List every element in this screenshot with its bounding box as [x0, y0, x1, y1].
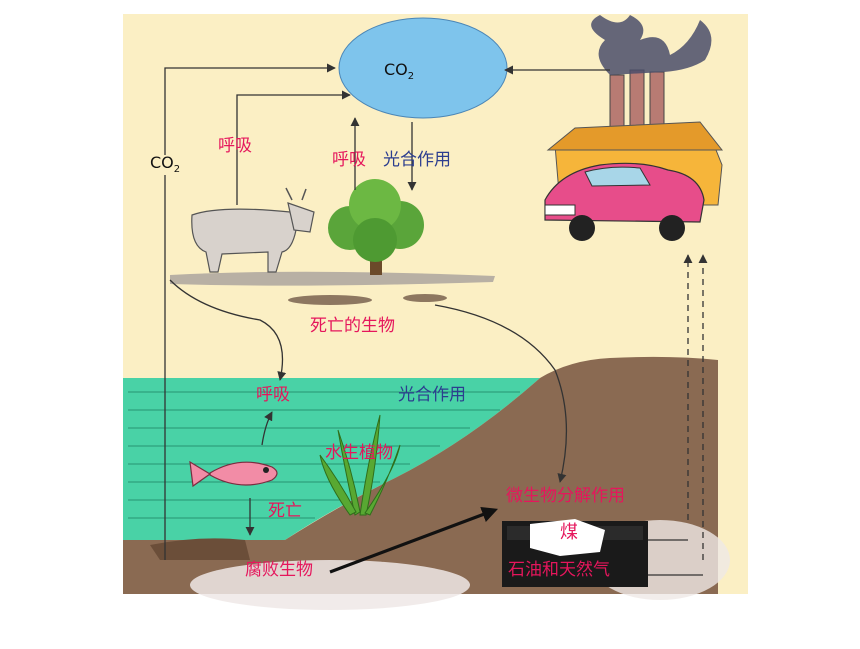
arrow-animal-respiration — [236, 90, 351, 205]
death-label: 死亡 — [268, 501, 302, 521]
microbial-decomposition-label: 微生物分解作用 — [506, 486, 625, 506]
aquatic-plants-label: 水生植物 — [325, 443, 393, 463]
arrow-left-loop — [164, 63, 336, 560]
arrow-dead-to-microbes — [434, 304, 568, 483]
tree-icon — [328, 179, 424, 275]
arrows — [164, 63, 708, 576]
respiration-plant-label: 呼吸 — [332, 150, 366, 170]
coal-label: 煤 — [560, 522, 578, 543]
dead-organism-2 — [403, 294, 447, 302]
coal-glow — [530, 519, 605, 556]
co2-bubble-label: CO2 — [384, 60, 415, 83]
fossil-fuel-deposit — [502, 519, 648, 587]
dead-organism-1 — [288, 295, 372, 305]
smoke — [591, 15, 712, 75]
cow-icon — [191, 187, 315, 273]
land-surface — [170, 271, 495, 286]
co2-left-label: CO2 — [150, 153, 181, 176]
car-icon — [544, 162, 705, 241]
aquatic-plant-icon — [319, 414, 401, 516]
co2-bubble — [338, 17, 508, 119]
decaying-organisms-label: 腐败生物 — [245, 560, 313, 580]
arrow-fish-respiration — [261, 411, 273, 446]
ground-mist — [190, 560, 470, 610]
photosynthesis-land-label: 光合作用 — [383, 150, 451, 170]
fish-icon — [189, 460, 278, 488]
arrow-land-to-water — [169, 279, 287, 381]
dead-organisms-label: 死亡的生物 — [310, 316, 395, 336]
photosynthesis-water-label: 光合作用 — [398, 385, 466, 405]
respiration-water-label: 呼吸 — [256, 385, 290, 405]
lake-bottom-sediment — [150, 538, 250, 560]
respiration-animal-label: 呼吸 — [218, 136, 252, 156]
oil-gas-label: 石油和天然气 — [508, 560, 610, 580]
arrow-decay-to-fossil — [329, 507, 498, 574]
